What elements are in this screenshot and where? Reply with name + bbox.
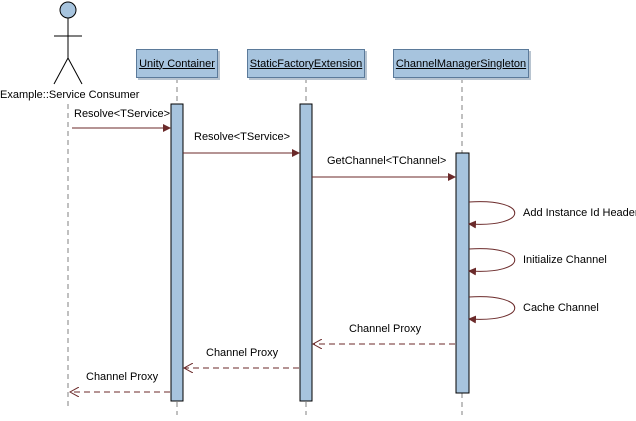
message-label-resolve-1: Resolve<TService> [74,108,170,120]
actor-label: Example::Service Consumer [0,89,140,101]
participant-label-channel-manager-singleton: ChannelManagerSingleton [395,57,527,70]
return-label-channel-proxy-1: Channel Proxy [349,323,422,335]
message-label-resolve-2: Resolve<TService> [194,131,290,143]
message-label-getchannel: GetChannel<TChannel> [327,155,447,167]
participant-box-unity-container: Unity Container [136,49,218,78]
participant-label-unity-container: Unity Container [139,57,215,70]
self-message-arrow-add-instance-id-header [468,201,515,229]
self-message-arrow-cache-channel [468,296,515,324]
message-label-cache-channel: Cache Channel [523,302,599,314]
message-label-add-instance-id-header: Add Instance Id Header [523,207,636,219]
participant-box-static-factory-extension: StaticFactoryExtension [247,49,365,78]
participant-box-channel-manager-singleton: ChannelManagerSingleton [393,49,529,78]
message-label-initialize-channel: Initialize Channel [523,254,607,266]
activation-bar-channel-manager-singleton [455,152,470,394]
participant-label-static-factory-extension: StaticFactoryExtension [249,57,363,70]
return-label-channel-proxy-3: Channel Proxy [86,371,159,383]
return-label-channel-proxy-2: Channel Proxy [206,347,279,359]
self-message-arrow-initialize-channel [468,248,515,276]
activation-bar-static-factory-extension [299,103,313,402]
activation-bar-unity-container [170,103,184,402]
stick-figure-icon [53,1,83,85]
